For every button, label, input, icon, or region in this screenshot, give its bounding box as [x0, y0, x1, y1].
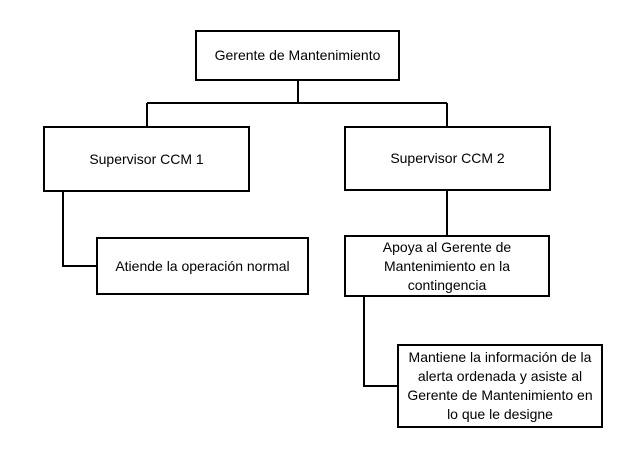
node-label-line-1: Apoya al Gerente de	[382, 238, 512, 255]
node-label: Supervisor CCM 1	[89, 150, 204, 167]
node-label-line-3: contingencia	[407, 276, 487, 293]
node-label-line-4: lo que le designe	[447, 406, 553, 422]
node-label: Atiende la operación normal	[115, 257, 290, 274]
node-mantiene-informacion-alerta: Mantiene la información de la alerta ord…	[397, 344, 603, 428]
node-label-line-1: Mantiene la información de la	[408, 349, 592, 365]
node-label-line-2: alerta ordenada y asiste al	[417, 368, 583, 384]
node-supervisor-ccm-2: Supervisor CCM 2	[344, 126, 551, 191]
node-label-line-3: Gerente de Mantenimiento en	[407, 387, 593, 403]
node-atiende-operacion-normal: Atiende la operación normal	[96, 237, 309, 295]
node-apoya-al-gerente: Apoya al Gerente de Mantenimiento en la …	[344, 235, 550, 297]
node-gerente-de-mantenimiento: Gerente de Mantenimiento	[195, 30, 400, 81]
node-supervisor-ccm-1: Supervisor CCM 1	[43, 126, 250, 192]
node-label: Supervisor CCM 2	[390, 150, 505, 166]
node-label: Gerente de Mantenimiento	[214, 47, 381, 63]
node-label-line-2: Mantenimiento en la	[383, 257, 511, 274]
